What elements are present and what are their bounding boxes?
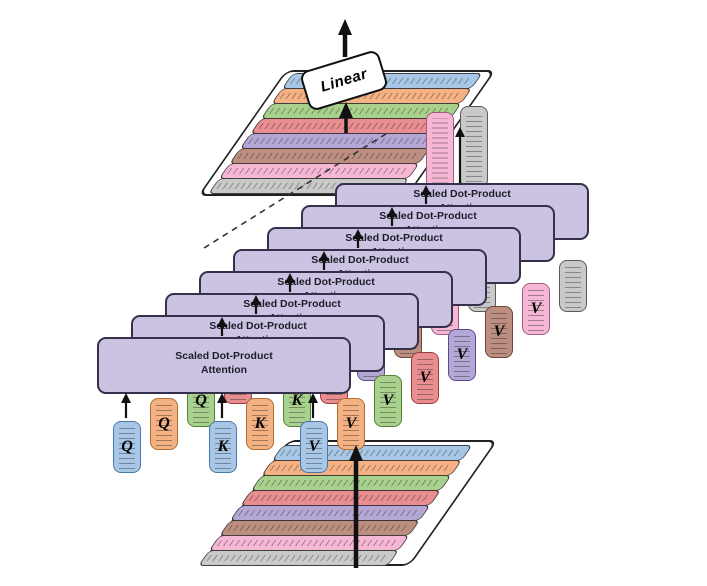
attention-box-title-line1: Scaled Dot-Product [277,276,375,288]
attention-box-title-line1: Scaled Dot-Product [243,298,341,310]
v-label-head-7: V [530,300,542,317]
v-label-head-1: V [308,438,320,455]
k-pill-head-1: K [209,421,237,473]
v-label-head-6: V [493,323,505,340]
q-label-head-2: Q [158,415,170,432]
attention-box-title-line1: Scaled Dot-Product [413,188,511,200]
linear-label: Linear [318,65,370,96]
attention-box-title-line1: Scaled Dot-Product [345,232,443,244]
v-pill-head-4: V [411,352,439,404]
k-label-head-2: K [254,415,266,432]
v-label-head-2: V [345,415,357,432]
attention-box-title-line1: Scaled Dot-Product [311,254,409,266]
tall-pill-2 [460,106,488,188]
v-pill-head-5: V [448,329,476,381]
k-pill-head-2: K [246,398,274,450]
attention-box-title-line1: Scaled Dot-Product [379,210,477,222]
q-label-head-1: Q [121,438,133,455]
v-pill-head-7: V [522,283,550,335]
v-pill-head-3: V [374,375,402,427]
v-label-head-3: V [382,392,394,409]
attention-box-title-line2: Attention [200,363,248,376]
q-pill-head-1: Q [113,421,141,473]
v-pill-head-8 [559,260,587,312]
v-pill-head-6: V [485,306,513,358]
attention-box-title-line1: Scaled Dot-Product [175,350,273,362]
k-label-head-1: K [217,438,229,455]
v-pill-head-2: V [337,398,365,450]
q-pill-head-2: Q [150,398,178,450]
attention-box-title-line1: Scaled Dot-Product [209,320,307,332]
v-label-head-5: V [456,346,468,363]
k-label-head-3: K [291,392,303,409]
tall-pill-1 [426,112,454,190]
v-label-head-4: V [419,369,431,386]
v-pill-head-1: V [300,421,328,473]
q-label-head-3: Q [195,392,207,409]
